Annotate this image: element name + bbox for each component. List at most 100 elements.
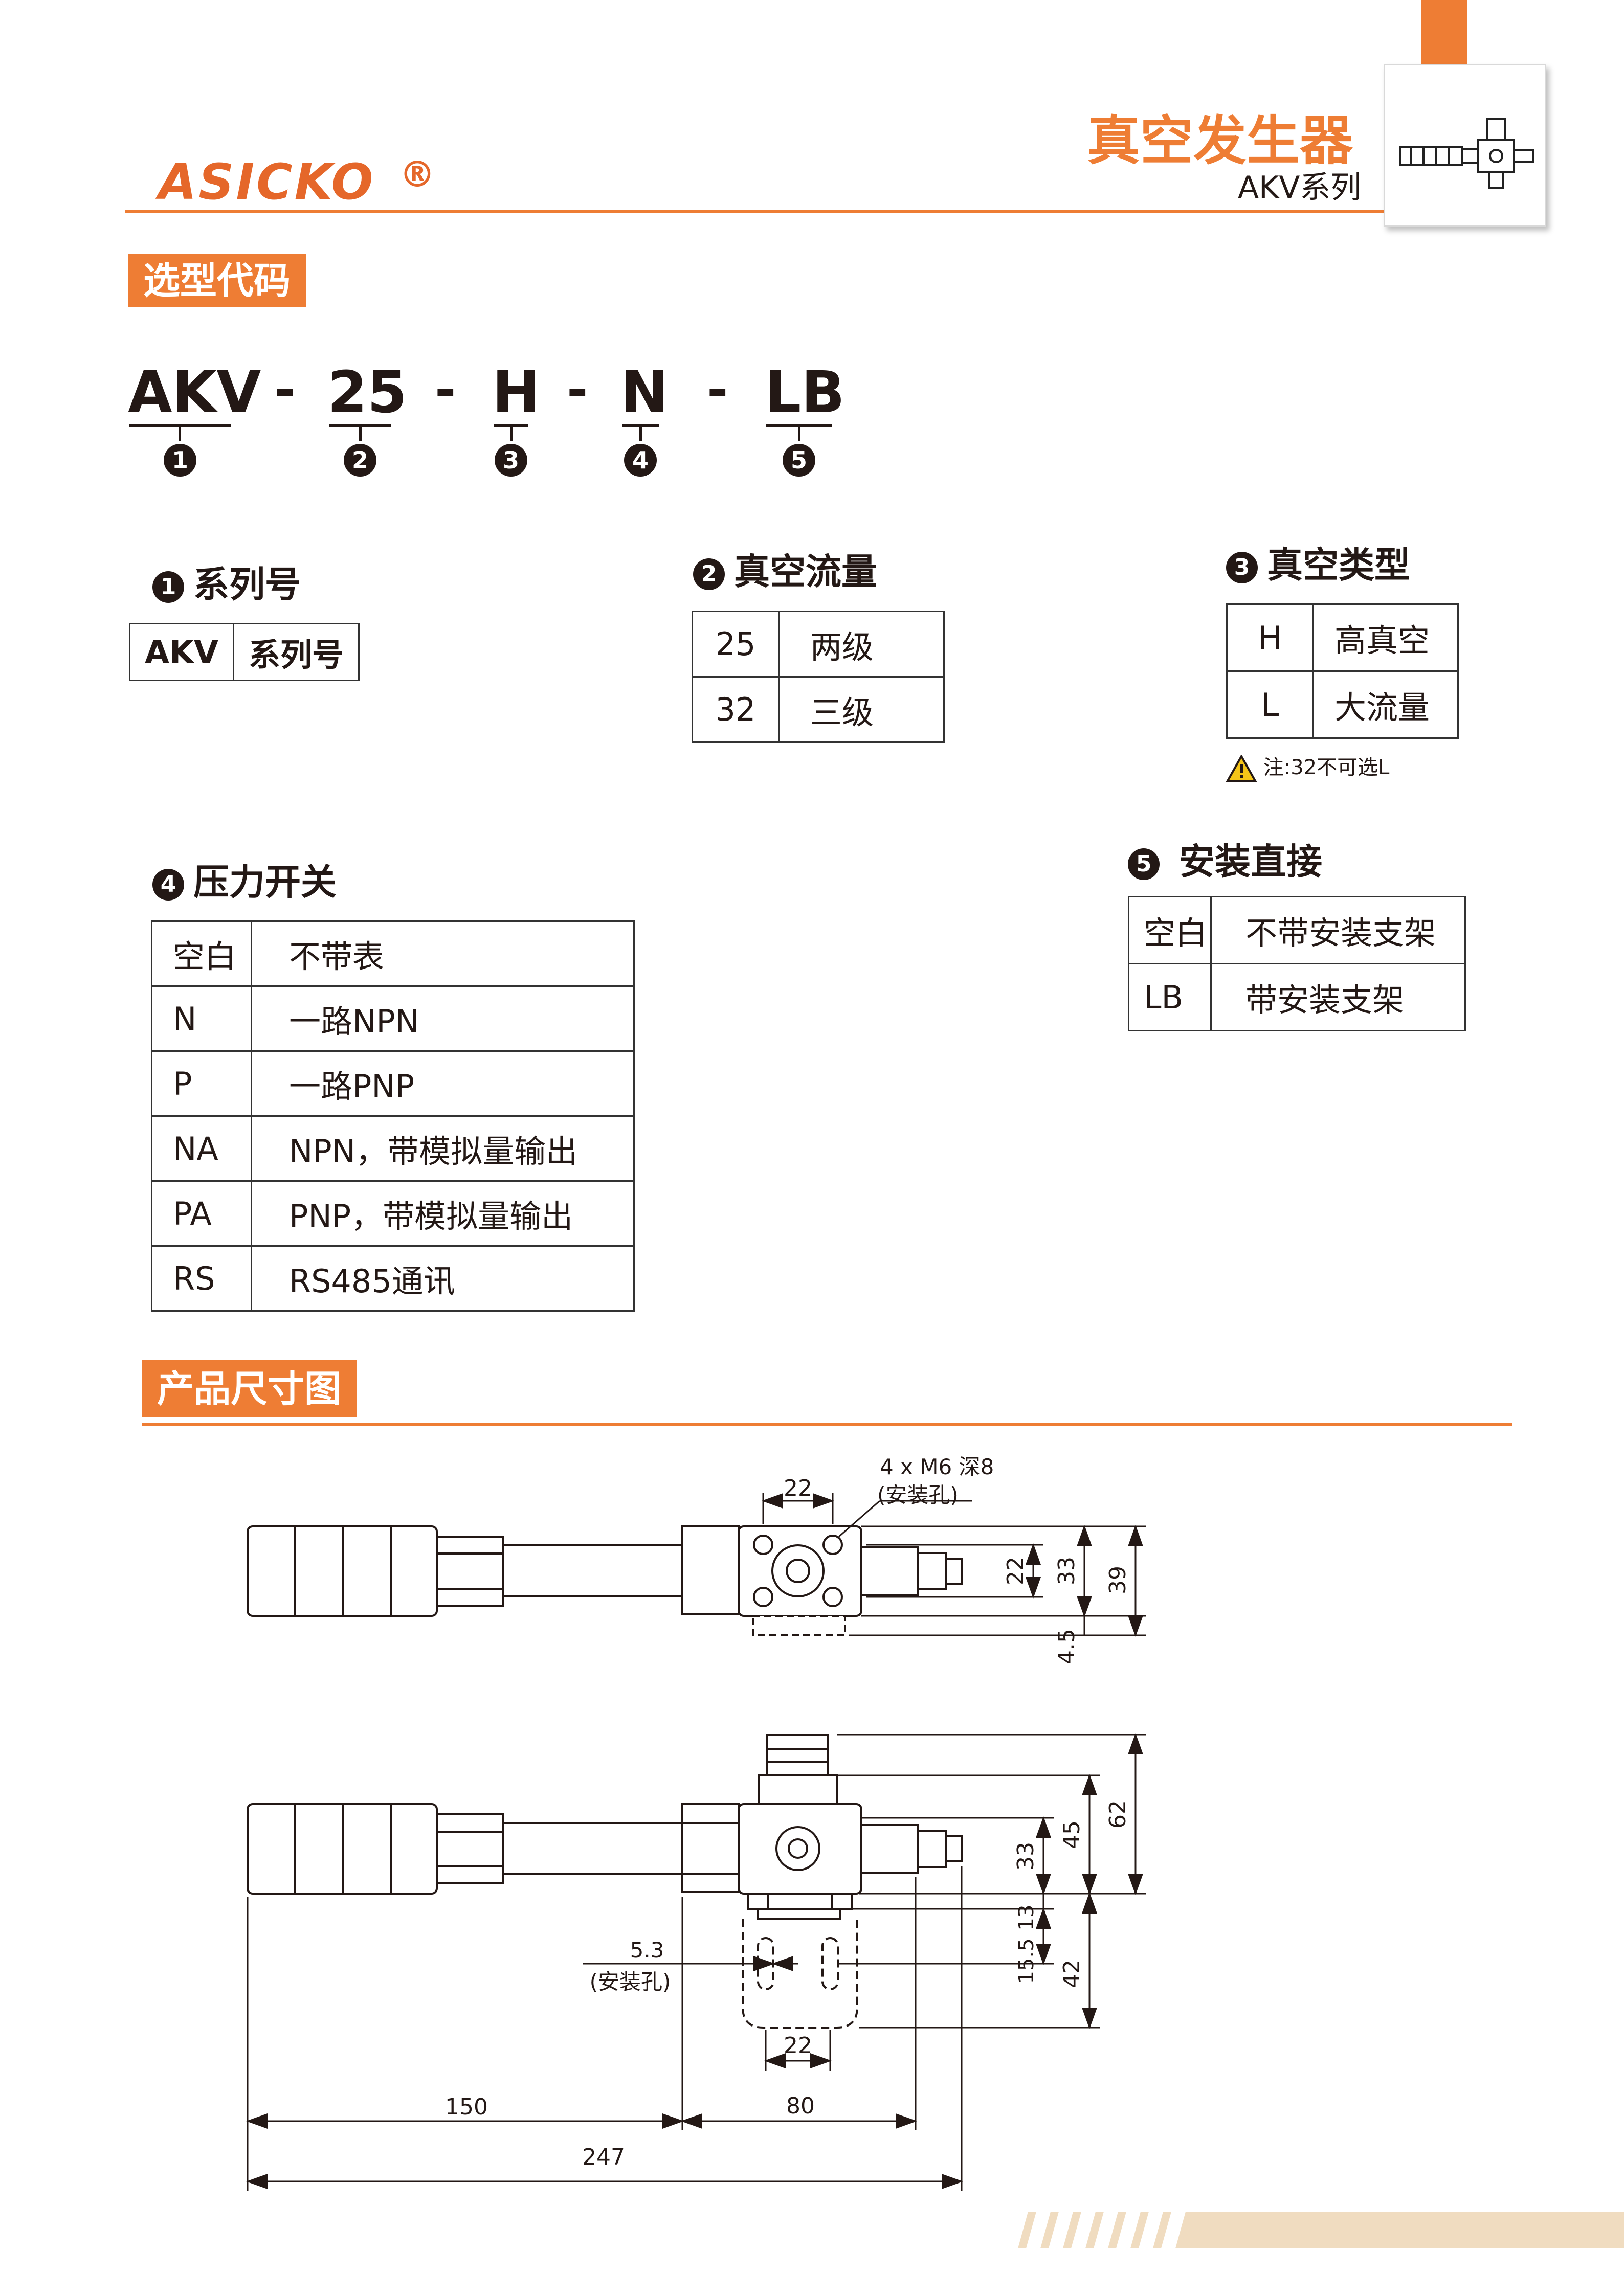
table-cell: H (1226, 603, 1314, 672)
footer-stripes (1018, 2212, 1624, 2248)
mounting-marker: 5 (1128, 848, 1160, 880)
table-cell: PNP，带模拟量输出 (251, 1180, 635, 1247)
table-row: 空白 不带安装支架 (1128, 896, 1466, 964)
table-cell: 高真空 (1312, 603, 1459, 672)
page-title: 真空发生器 (1087, 109, 1353, 172)
marker-tick (179, 426, 181, 441)
product-thumbnail (1384, 64, 1546, 227)
table-row: PA PNP，带模拟量输出 (151, 1180, 635, 1247)
dim-label: 62 (1105, 1800, 1131, 1829)
code-underline (129, 424, 231, 427)
table-row: RS RS485通讯 (151, 1245, 635, 1312)
table-row: LB 带安装支架 (1128, 963, 1466, 1031)
table-cell: LB (1128, 963, 1212, 1031)
dim-label: 45 (1059, 1820, 1085, 1849)
pressure-switch-title: 4 压力开关 (152, 864, 337, 901)
pressure-switch-marker: 4 (152, 868, 184, 901)
table-row: L 大流量 (1226, 670, 1459, 739)
dim-label: 42 (1059, 1960, 1085, 1988)
vacuum-flow-marker: 2 (693, 558, 725, 590)
table-row: N 一路NPN (151, 985, 635, 1052)
dim-label: 5.3 (630, 1938, 664, 1963)
vacuum-flow-title: 2 真空流量 (693, 554, 877, 590)
table-row: P 一路PNP (151, 1050, 635, 1117)
vacuum-type-heading: 真空类型 (1267, 544, 1410, 586)
dim-label: 80 (786, 2093, 815, 2119)
vacuum-flow-table: 25 两级 32 三级 (692, 611, 945, 743)
dim-label: 22 (784, 2033, 812, 2059)
table-cell: 带安装支架 (1210, 963, 1466, 1031)
code-mount: LB (765, 359, 845, 426)
marker-2: 2 (344, 444, 376, 477)
marker-tick (639, 426, 642, 441)
vacuum-type-marker: 3 (1226, 551, 1258, 583)
header-corner-accent (1421, 0, 1467, 64)
table-cell: P (151, 1050, 252, 1117)
table-row: H 高真空 (1226, 603, 1459, 672)
code-type: H (492, 359, 540, 426)
code-series: AKV (128, 359, 261, 426)
table-cell: 一路PNP (251, 1050, 635, 1117)
table-row: AKV 系列号 (128, 623, 360, 681)
mounting-table: 空白 不带安装支架 LB 带安装支架 (1128, 896, 1466, 1031)
dim-label: 4.5 (1054, 1629, 1080, 1664)
dim-label: 13 (1015, 1905, 1038, 1931)
table-cell: NPN，带模拟量输出 (251, 1115, 635, 1182)
header-rule (125, 210, 1384, 213)
table-cell: 空白 (151, 920, 252, 987)
warning-icon (1226, 754, 1257, 782)
note-text: 注:32不可选L (1263, 756, 1390, 779)
code-underline (494, 424, 528, 427)
marker-tick (359, 426, 362, 441)
drawing-section-label: 产品尺寸图 (142, 1360, 357, 1417)
table-cell: RS485通讯 (251, 1245, 635, 1312)
vacuum-type-title: 3 真空类型 (1226, 547, 1410, 583)
marker-5: 5 (783, 444, 815, 477)
dim-label: 33 (1054, 1557, 1080, 1585)
dimension-drawing: 22 4 x M6 深8 (安装孔) 22 33 39 4.5 (246, 1454, 1146, 2191)
table-cell: AKV (128, 623, 235, 681)
vacuum-flow-heading: 真空流量 (734, 551, 877, 593)
brand-logo: ASICKO ® (159, 153, 437, 211)
table-cell: PA (151, 1180, 252, 1247)
table-row: 空白 不带表 (151, 920, 635, 987)
series-subtitle: AKV系列 (1238, 170, 1362, 206)
code-underline (622, 424, 659, 427)
mounting-heading: 安装直接 (1179, 841, 1322, 883)
marker-3: 3 (495, 444, 527, 477)
code-separator: - (435, 359, 456, 419)
dim-label: (安装孔) (590, 1969, 671, 1994)
table-cell: 不带安装支架 (1210, 896, 1466, 964)
dim-label: 247 (582, 2144, 625, 2170)
table-cell: 空白 (1128, 896, 1212, 964)
table-row: NA NPN，带模拟量输出 (151, 1115, 635, 1182)
code-flow: 25 (327, 359, 407, 426)
marker-1: 1 (164, 444, 196, 477)
table-cell: 两级 (778, 611, 945, 678)
dim-label: 33 (1013, 1842, 1039, 1871)
pressure-switch-heading: 压力开关 (193, 861, 337, 903)
marker-4: 4 (624, 444, 657, 477)
table-cell: N (151, 985, 252, 1052)
table-cell: NA (151, 1115, 252, 1182)
table-cell: 一路NPN (251, 985, 635, 1052)
vacuum-generator-icon (1399, 118, 1534, 189)
dim-label: 15.5 (1015, 1938, 1038, 1984)
table-cell: 三级 (778, 676, 945, 743)
registered-mark: ® (399, 153, 437, 195)
drawing-rule (142, 1423, 1512, 1426)
series-no-heading: 系列号 (193, 564, 301, 605)
code-separator: - (274, 359, 296, 419)
table-cell: 不带表 (251, 920, 635, 987)
table-cell: 大流量 (1312, 670, 1459, 739)
table-cell: 25 (692, 611, 780, 678)
dim-label: 150 (445, 2094, 488, 2120)
code-separator: - (707, 359, 728, 419)
series-no-table: AKV 系列号 (128, 623, 360, 681)
table-cell: L (1226, 670, 1314, 739)
code-switch: N (620, 359, 669, 426)
table-cell: RS (151, 1245, 252, 1312)
vacuum-type-table: H 高真空 L 大流量 (1226, 603, 1459, 739)
dim-label: 39 (1105, 1566, 1131, 1594)
